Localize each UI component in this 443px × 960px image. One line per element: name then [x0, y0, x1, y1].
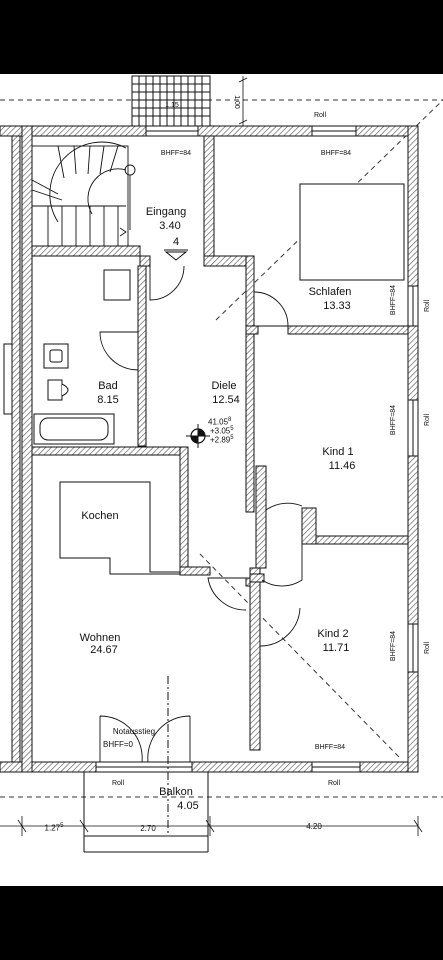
stair-outside — [131, 75, 211, 127]
level-marker-line2: +3.055 — [210, 426, 234, 436]
balcony — [83, 676, 209, 853]
room-kochen-name: Kochen — [81, 510, 119, 522]
window-roll-top: Roll — [313, 112, 327, 119]
dimension-top — [238, 76, 248, 126]
window-roll-kind1: Roll — [424, 413, 431, 427]
room-wohnen-name: Wohnen — [79, 632, 121, 644]
room-kind2-area: 11.71 — [322, 642, 350, 654]
window-label-kind2-bottom: BHFF=84 — [314, 744, 346, 751]
window-label-top-left: BHFF=84 — [160, 150, 192, 157]
entrance-mark — [164, 249, 188, 261]
floor-plan-drawing — [0, 75, 443, 853]
room-kind1-area: 11.46 — [328, 460, 356, 472]
dimension-127: 1.275 — [44, 823, 64, 833]
room-eingang-mark: 4 — [172, 236, 180, 248]
window-notausstieg: Notausstieg — [112, 727, 156, 736]
dimension-270: 2.70 — [140, 824, 156, 833]
room-eingang-name: Eingang — [145, 206, 187, 218]
window-roll-wohnen: Roll — [111, 780, 125, 787]
dimension-bottom — [0, 816, 423, 836]
level-marker-icon — [186, 424, 210, 448]
kitchen-counter — [59, 481, 181, 575]
level-marker-line3: +2.895 — [210, 435, 234, 445]
room-balkon-area: 4.05 — [177, 800, 199, 812]
room-diele-name: Diele — [211, 380, 237, 392]
level-marker-line1: 41.058 — [208, 417, 232, 427]
window-label-top-right: BHFF=84 — [320, 150, 352, 157]
dimension-420: 4.20 — [306, 822, 322, 831]
bed — [299, 183, 405, 281]
room-schlafen-area: 13.33 — [323, 300, 351, 312]
window-label-kind2: BHFF=84 — [390, 630, 397, 662]
roof-outline — [0, 99, 443, 798]
room-schlafen-name: Schlafen — [308, 286, 352, 298]
room-kind2-name: Kind 2 — [317, 628, 349, 640]
stair-inside — [31, 141, 136, 247]
room-bad-name: Bad — [98, 380, 118, 392]
interior-walls — [31, 135, 409, 751]
window-roll-schlafen: Roll — [424, 299, 431, 313]
dimension-100: 1.00 — [233, 95, 240, 109]
window-label-schlafen: BHFF=84 — [390, 284, 397, 316]
floor-plan-sheet: Eingang 3.40 4 Schlafen 13.33 Bad 8.15 D… — [0, 74, 443, 886]
room-balkon-name: Balkon — [159, 786, 193, 798]
room-kind1-name: Kind 1 — [322, 446, 354, 458]
plan-labels: Eingang 3.40 4 Schlafen 13.33 Bad 8.15 D… — [0, 74, 443, 886]
room-wohnen-area: 24.67 — [90, 644, 118, 656]
window-roll-kind2-bottom: Roll — [327, 780, 341, 787]
room-bad-area: 8.15 — [97, 394, 119, 406]
room-diele-area: 12.54 — [212, 394, 240, 406]
window-roll-kind2: Roll — [424, 641, 431, 655]
room-eingang-area: 3.40 — [159, 220, 181, 232]
bath-fixtures — [3, 269, 131, 445]
dimension-top-stair: 1.15 — [165, 102, 179, 109]
window-label-kind1: BHFF=84 — [390, 404, 397, 436]
window-label-wohnen: BHFF=0 — [102, 740, 134, 749]
doors — [99, 265, 303, 763]
